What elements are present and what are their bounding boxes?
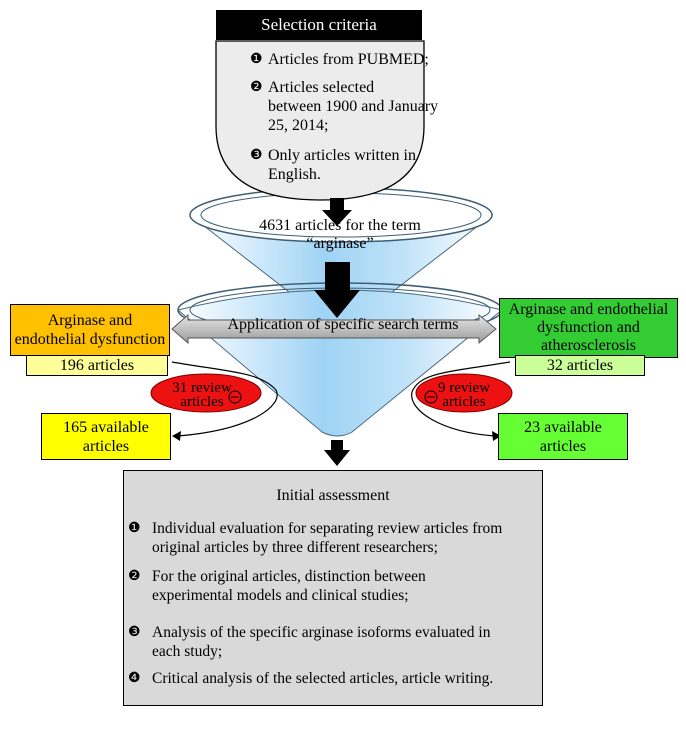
assessment-item-4: ❹ Critical analysis of the selected arti… <box>128 669 493 745</box>
funnel-article-count: 4631 articles for the term “arginase” <box>259 217 421 252</box>
number-3-icon: ❸ <box>128 625 141 640</box>
right-count-box: 32 articles <box>515 355 645 376</box>
assessment-item-text: Critical analysis of the selected articl… <box>152 670 494 687</box>
assessment-title: Initial assessment <box>276 487 390 504</box>
arrow-down-1 <box>322 198 352 226</box>
number-2-icon: ❷ <box>250 80 263 95</box>
assessment-item-text: Individual evaluation for separating rev… <box>152 520 503 556</box>
number-1-icon: ❶ <box>128 521 141 536</box>
number-1-icon: ❶ <box>250 52 263 67</box>
right-curve-arrow <box>411 361 511 437</box>
assessment-item-text: For the original articles, distinction b… <box>152 568 426 604</box>
right-curve-arrowhead <box>492 431 501 441</box>
assessment-item-text: Analysis of the specific arginase isofor… <box>152 624 491 660</box>
right-available-box: 23 available articles <box>498 413 628 460</box>
number-3-icon: ❸ <box>250 148 263 163</box>
double-arrow <box>171 313 497 345</box>
assessment-item-1: ❶ Individual evaluation for separating r… <box>128 519 502 595</box>
number-2-icon: ❷ <box>128 569 141 584</box>
search-terms-label: Application of specific search terms <box>227 316 459 333</box>
left-curve-arrow <box>171 361 278 437</box>
right-topic-box: Arginase and endothelial dysfunction and… <box>499 298 678 358</box>
right-minus-icon <box>424 390 438 404</box>
assessment-item-2: ❷ For the original articles, distinction… <box>128 567 426 643</box>
left-review-label: 31 review articles <box>172 380 232 410</box>
left-curve-arrowhead <box>172 431 181 441</box>
selection-shape <box>215 40 425 201</box>
arrow-down-3 <box>324 440 350 466</box>
assessment-item-3: ❸ Analysis of the specific arginase isof… <box>128 623 490 699</box>
left-minus-icon <box>228 390 242 404</box>
right-review-oval <box>415 373 513 413</box>
criterion-text: Articles from PUBMED; <box>268 51 429 68</box>
left-available-box: 165 available articles <box>41 413 171 460</box>
initial-assessment-box: Initial assessment ❶ Individual evaluati… <box>123 470 543 706</box>
arrow-down-2 <box>314 262 360 318</box>
left-count-box: 196 articles <box>26 355 168 376</box>
left-topic-box: Arginase and endothelial dysfunction <box>10 304 170 356</box>
number-4-icon: ❹ <box>128 671 141 686</box>
criterion-text: Articles selected between 1900 and Janua… <box>268 79 439 134</box>
right-review-label: 9 review articles <box>437 380 491 410</box>
diagram-canvas <box>150 40 513 466</box>
criterion-text: Only articles written in English. <box>268 147 416 183</box>
selection-criteria-title: Selection criteria <box>216 10 422 40</box>
